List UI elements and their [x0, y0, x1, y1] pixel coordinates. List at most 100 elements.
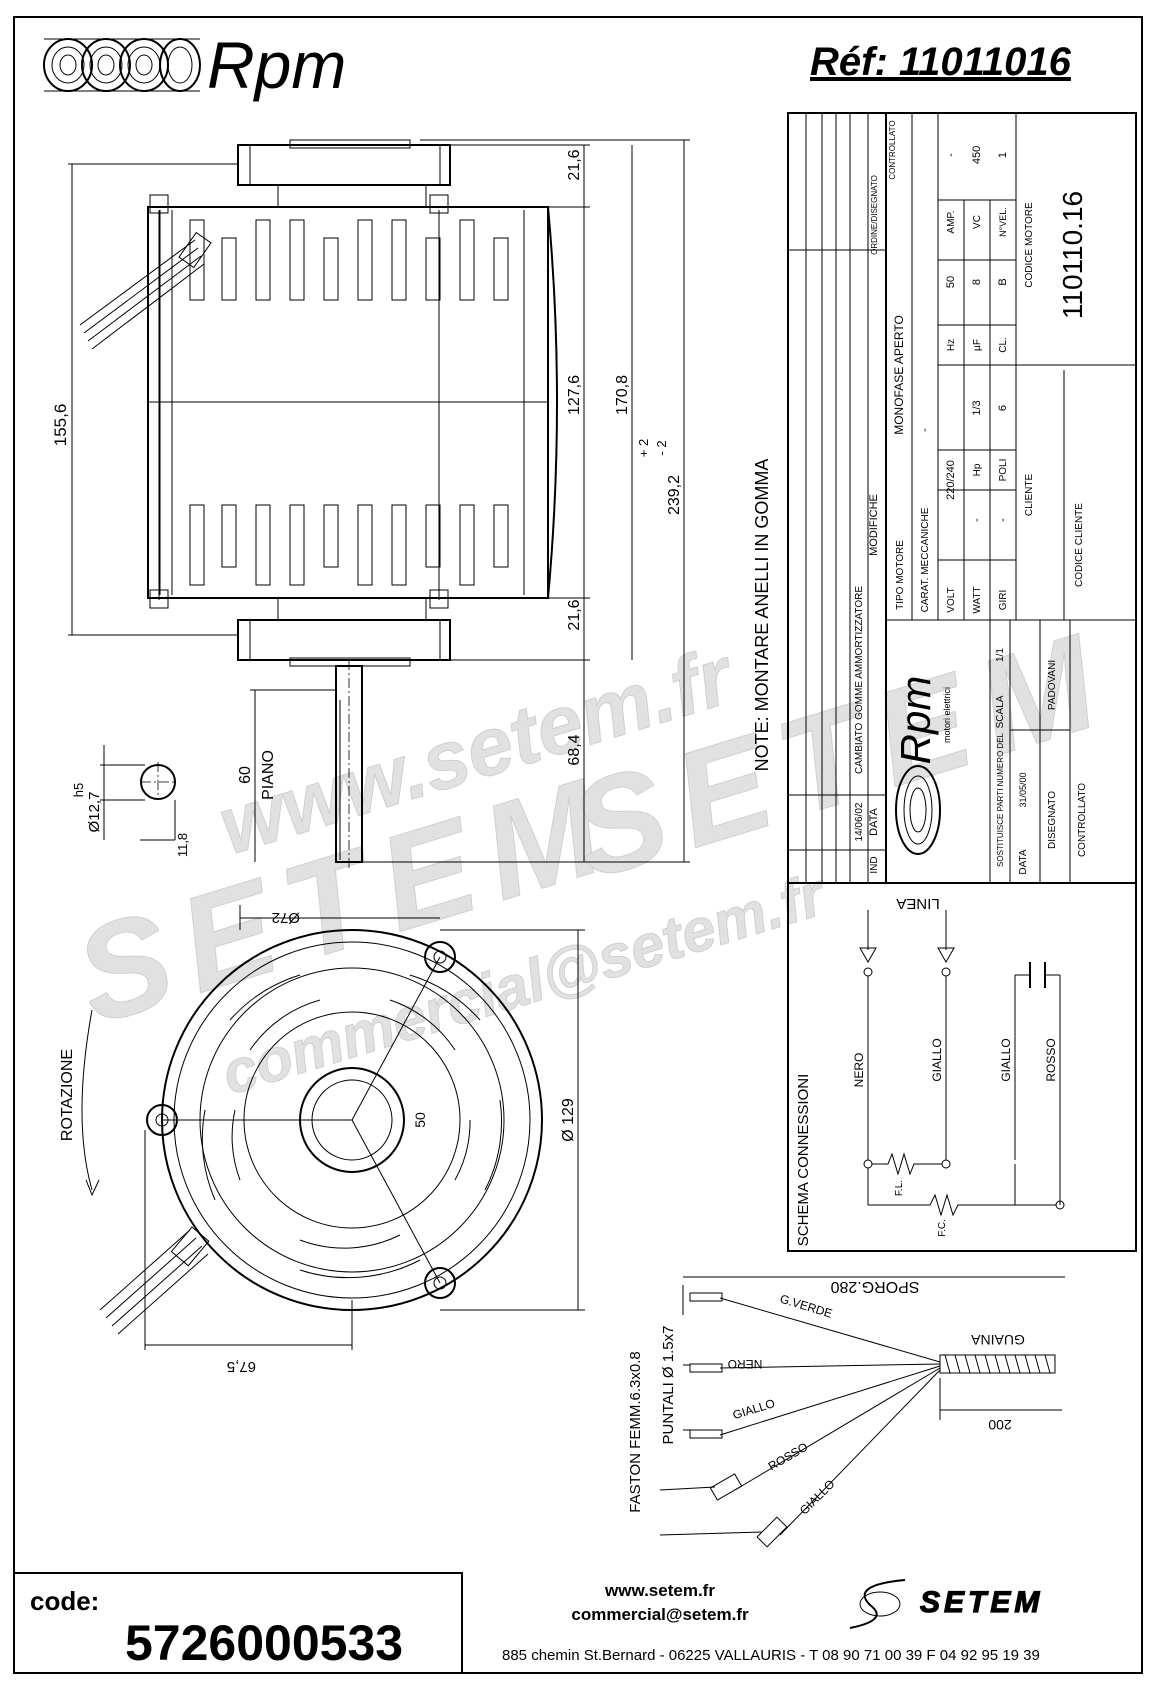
puntali-label: PUNTALI Ø 1.5x7: [660, 1326, 677, 1445]
code-label: code:: [30, 1586, 99, 1616]
side-view-dimensions: 155,6 21,6 127,6 21,6 68,4 170,8 239,2 +…: [51, 139, 690, 863]
controllato-label: CONTROLLATO: [1077, 783, 1088, 857]
dim-height: 155,6: [51, 404, 70, 447]
uf-value: 8: [971, 279, 983, 285]
sheet-border: [13, 16, 1143, 1674]
tipo-motore-label: TIPO MOTORE: [895, 540, 906, 610]
cable-wire-rosso: ROSSO: [766, 1440, 811, 1474]
watermark: www.setem.fr SETEM SETEM commercial@sete…: [59, 601, 1130, 1108]
cable-drawing: SPORG.280 GUAINA 200 G.VER: [627, 1276, 1065, 1548]
cl-value: B: [997, 278, 1009, 285]
footer: code: 5726000533 www.setem.fr commercial…: [13, 1572, 1043, 1674]
shaft-section-detail: Ø12,7 h5 11,8: [71, 745, 190, 857]
linea-label: LINEA: [896, 895, 939, 912]
data-value: 31/05/00: [1018, 772, 1028, 807]
schema-title: SCHEMA CONNESSIONI: [795, 1074, 812, 1247]
scala-label: SCALA: [995, 695, 1006, 728]
cl-label: CL.: [998, 337, 1009, 353]
footer-address: 885 chemin St.Bernard - 06225 VALLAURIS …: [502, 1647, 1040, 1664]
carat-label: CARAT. MECCANICHE: [920, 507, 931, 612]
front-view-dimensions: Ø72 Ø 129 50 67,5: [144, 905, 585, 1375]
header-logo: Rpm: [43, 28, 346, 102]
rotation-arrow-icon: [81, 1009, 93, 1191]
scala-value: 1/1: [995, 648, 1006, 662]
line-arrow-icon: [937, 947, 955, 964]
hz-label: Hz: [946, 339, 957, 351]
brand-name: Rpm: [207, 28, 346, 102]
motor-side-view: [79, 139, 558, 870]
cable-wire-nero: NERO: [728, 1357, 763, 1371]
dim-overall: 239,2: [666, 475, 683, 515]
wire-giallo-1: GIALLO: [930, 1038, 944, 1081]
guaina-length: 200: [988, 1417, 1012, 1433]
footer-company: SETEM: [920, 1586, 1043, 1619]
sostituisce-label: SOSTITUISCE PARTI NUMERO DEL: [996, 732, 1005, 866]
faston-label: FASTON FEMM.6.3x0.8: [627, 1351, 644, 1512]
rotation-label: ROTAZIONE: [59, 1049, 76, 1141]
volt-value: 220/240: [945, 460, 957, 500]
nvel-label: N°VEL.: [998, 207, 1008, 237]
code-value: 5726000533: [125, 1615, 403, 1671]
fc-winding-icon: [868, 1193, 1056, 1217]
rev-date: 14/06/02: [854, 802, 865, 841]
fl-winding-icon: [872, 1152, 942, 1176]
dim-bolt-circle: Ø72: [272, 909, 300, 926]
footer-email: commercial@setem.fr: [571, 1605, 749, 1624]
dim-tol-minus: - 2: [654, 440, 669, 455]
dim-shaft: 68,4: [566, 734, 583, 765]
codice-cliente-label: CODICE CLIENTE: [1074, 503, 1085, 587]
cliente-label: CLIENTE: [1024, 474, 1035, 517]
dim-offset: 67,5: [227, 1358, 256, 1375]
note-text: NOTE: MONTARE ANELLI IN GOMMA: [752, 459, 772, 772]
footer-web: www.setem.fr: [604, 1581, 715, 1600]
reference-number: Réf: 11011016: [810, 40, 1072, 84]
wire-rosso: ROSSO: [1044, 1038, 1058, 1081]
fc-label: F.C.: [937, 1219, 948, 1237]
uf-label: µF: [972, 339, 983, 351]
dim-diameter: Ø 129: [560, 1098, 577, 1142]
rev-change: CAMBIATO GOMME AMMORTIZZATORE: [854, 586, 865, 774]
carat-value: -: [919, 428, 931, 432]
dim-flat-depth: 11,8: [175, 833, 190, 857]
wire-nero: NERO: [852, 1053, 866, 1088]
rev-header-data: DATA: [868, 807, 880, 835]
hp-label: Hp: [972, 463, 983, 476]
dim-shaft-tol: h5: [71, 783, 86, 797]
cable-bundle-icon: [79, 231, 212, 350]
disegnato-label: DISEGNATO: [1047, 791, 1058, 849]
giri-value: -: [997, 518, 1009, 522]
rpm-logo-icon: [895, 765, 941, 855]
dim-shaft-dia: Ø12,7: [86, 792, 103, 833]
watt-value: -: [971, 518, 983, 522]
amp-value: -: [945, 153, 957, 157]
wire-giallo-2: GIALLO: [999, 1038, 1013, 1081]
cable-wire-verde: G.VERDE: [778, 1292, 834, 1321]
dim-body-total: 170,8: [614, 375, 631, 415]
vc-label: VC: [972, 215, 983, 229]
rev-header-ordine: ORDINE/DISEGNATO: [870, 175, 879, 255]
amp-label: AMP.: [946, 210, 957, 233]
dim-flat-length: 60: [237, 766, 254, 784]
vc-value: 450: [971, 146, 983, 164]
rev-header-controllato: CONTROLLATO: [888, 120, 897, 179]
poli-label: POLI: [998, 459, 1009, 482]
guaina-label: GUAINA: [971, 1332, 1025, 1348]
dim-hub: 50: [412, 1112, 428, 1128]
poli-value: 6: [997, 405, 1009, 411]
volt-label: VOLT: [946, 587, 957, 612]
data-label: DATA: [1018, 849, 1029, 875]
dim-flange-top: 21,6: [566, 149, 583, 180]
hp-value: 1/3: [971, 400, 983, 415]
logo-text: Rpm: [892, 676, 939, 765]
giri-label: GIRI: [998, 590, 1009, 611]
dim-flat-label: PIANO: [260, 750, 277, 800]
rev-header-modifiche: MODIFICHE: [868, 494, 880, 556]
cable-wire-giallo-1: GIALLO: [731, 1396, 777, 1422]
tipo-motore-value: MONOFASE APERTO: [892, 315, 906, 435]
hz-value: 50: [945, 276, 957, 288]
cable-wire-giallo-2: GIALLO: [797, 1477, 838, 1518]
logo-sub: motori elettrici: [942, 687, 952, 743]
setem-swirl-icon: [849, 1579, 906, 1629]
sporg-label: SPORG.280: [830, 1278, 919, 1295]
